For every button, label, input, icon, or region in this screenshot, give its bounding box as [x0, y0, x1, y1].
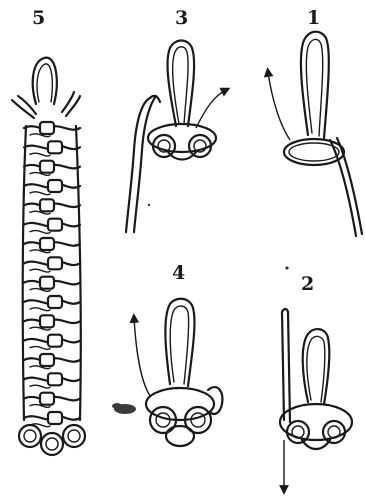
braid-rung [24, 180, 80, 195]
step-3-label: 3 [175, 7, 188, 29]
braid-rung [24, 277, 80, 292]
braid-rung [24, 335, 80, 350]
step-2-knot [280, 266, 352, 490]
step-3-knot [126, 41, 226, 233]
braid-rungs [24, 122, 80, 427]
braid-rung [24, 393, 80, 408]
step-5-braid [12, 58, 85, 455]
step-1-knot [268, 32, 362, 236]
braid-rung [24, 219, 80, 234]
braid-rung [24, 257, 80, 272]
braid-rung [24, 141, 80, 156]
braid-rung [24, 373, 80, 388]
braid-rung [24, 199, 80, 214]
braid-rung [24, 238, 80, 253]
step-4-knot [112, 299, 222, 446]
braid-rung [24, 296, 80, 311]
braid-rung [24, 122, 80, 137]
step-1-label: 1 [307, 7, 320, 29]
braid-rung [24, 354, 80, 369]
braid-rung [24, 161, 80, 176]
braid-rung [24, 315, 80, 330]
step-5-label: 5 [32, 7, 45, 29]
step-4-label: 4 [172, 262, 185, 284]
step-2-label: 2 [301, 273, 314, 295]
